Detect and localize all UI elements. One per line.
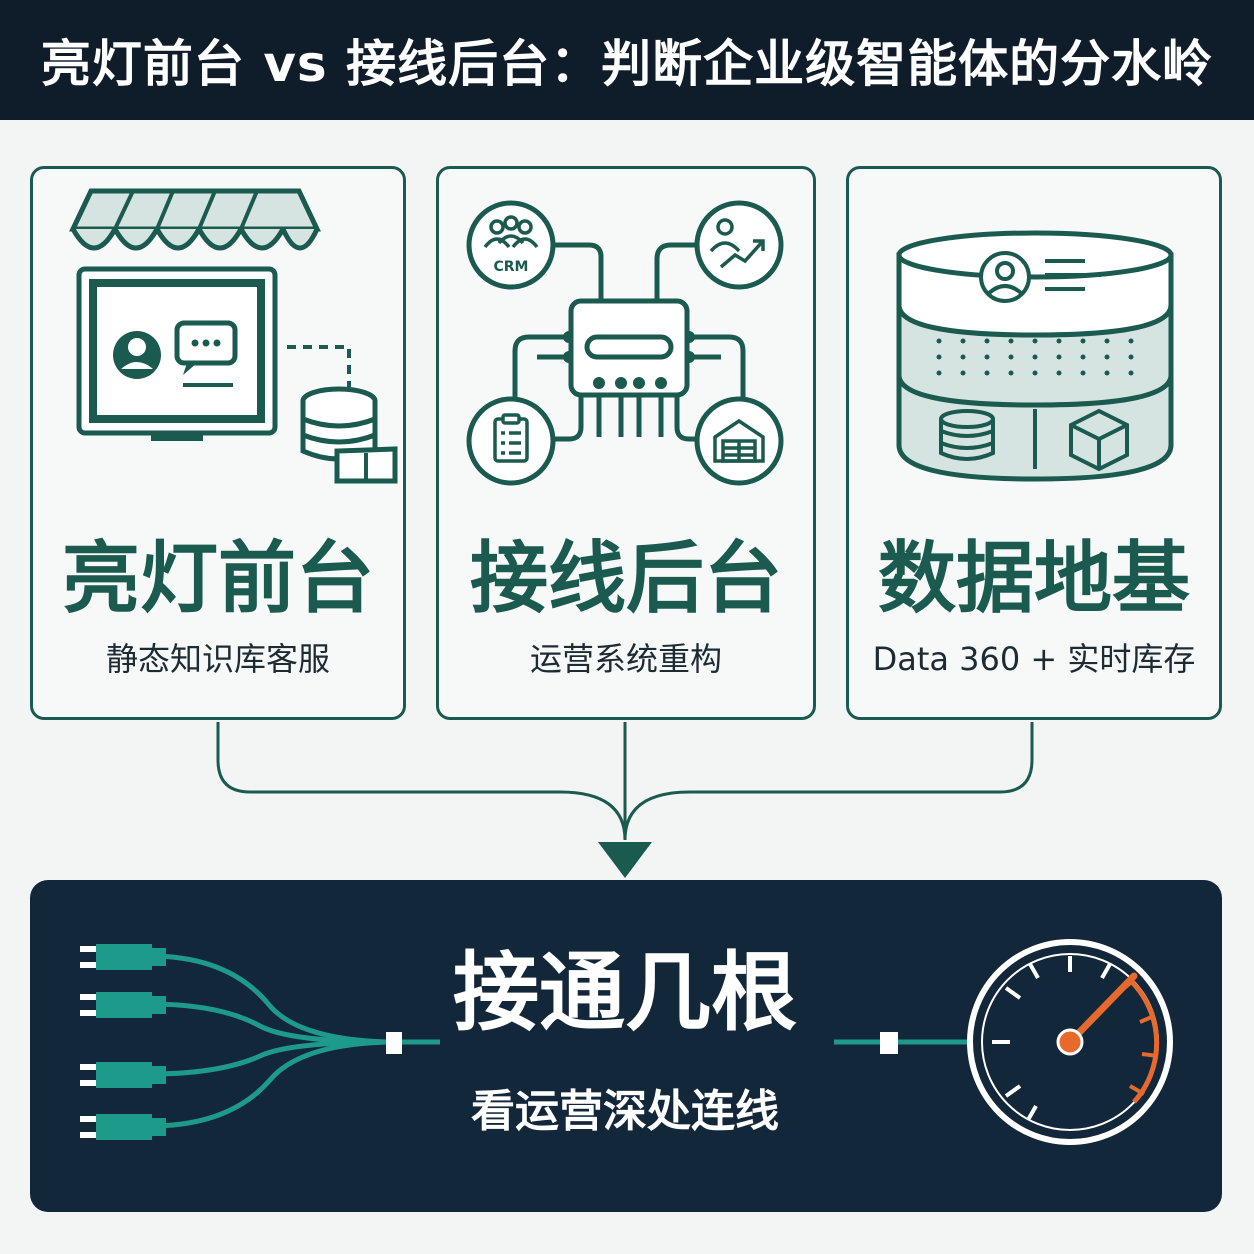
card-frontstage <box>30 166 406 720</box>
speed-gauge-icon <box>834 939 1173 1145</box>
hub-icon <box>466 200 784 486</box>
card-frontstage-subtitle: 静态知识库客服 <box>105 640 330 678</box>
storefront-icon <box>69 188 398 484</box>
header-bar <box>0 0 1254 120</box>
card-data-foundation-title: 数据地基 <box>877 534 1190 624</box>
crm-label: CRM <box>493 259 529 275</box>
cable-bundle-icon <box>80 944 440 1140</box>
bottom-title: 接通几根 <box>453 943 797 1043</box>
card-backstage: CRM <box>436 166 816 720</box>
card-backstage-subtitle: 运营系统重构 <box>529 640 722 678</box>
bottom-subtitle: 看运营深处连线 <box>471 1086 779 1137</box>
card-backstage-title: 接线后台 <box>469 534 782 624</box>
database-stack-icon <box>896 230 1174 482</box>
page-title: 亮灯前台 vs 接线后台：判断企业级智能体的分水岭 <box>40 35 1214 93</box>
arrow-down-icon <box>598 842 652 878</box>
card-frontstage-title: 亮灯前台 <box>61 534 374 624</box>
card-data-foundation-subtitle: Data 360 + 实时库存 <box>872 640 1196 678</box>
card-data-foundation <box>846 166 1222 720</box>
